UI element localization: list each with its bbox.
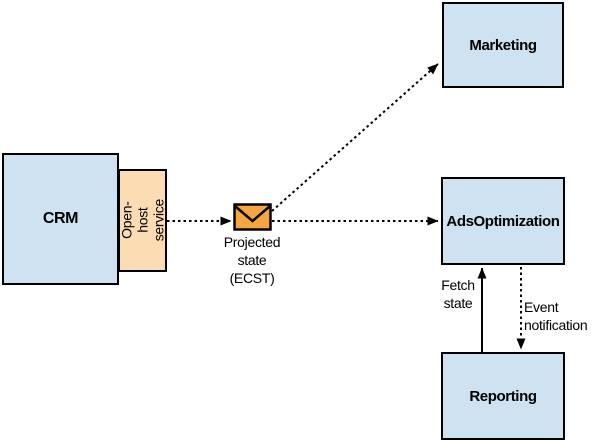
node-open-host-service: Open-host service — [118, 169, 167, 272]
adsoptimization-label: AdsOptimization — [446, 212, 560, 230]
event-notification-label: Event notification — [524, 299, 588, 334]
node-adsoptimization: AdsOptimization — [441, 177, 565, 265]
node-crm: CRM — [2, 153, 119, 285]
fetch-state-label: Fetch state — [441, 277, 475, 312]
reporting-label: Reporting — [469, 387, 537, 405]
node-reporting: Reporting — [441, 352, 565, 440]
crm-label: CRM — [42, 210, 79, 227]
envelope-icon — [233, 203, 272, 231]
open-host-service-label: Open-host service — [118, 199, 167, 242]
marketing-label: Marketing — [469, 36, 537, 54]
arrow-message-to-marketing — [271, 63, 439, 212]
node-marketing: Marketing — [442, 2, 564, 88]
projected-state-ecst-label: Projected state (ECST) — [223, 234, 281, 287]
